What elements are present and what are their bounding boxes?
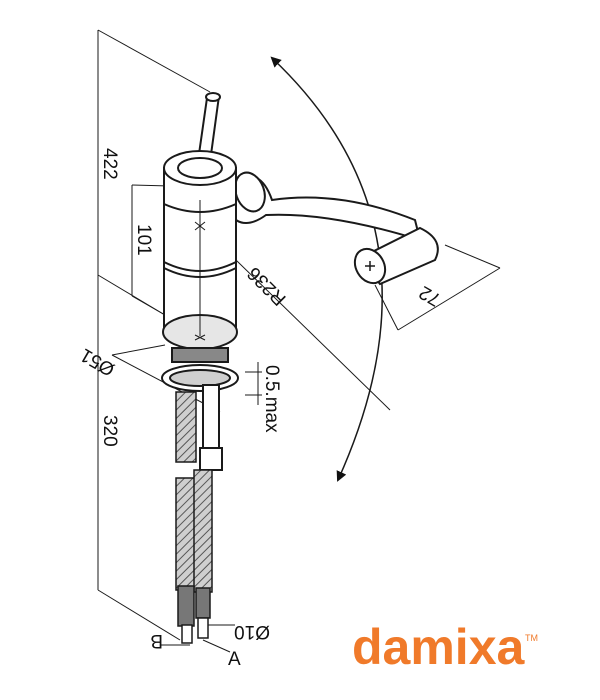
dim-hose-diameter: Ø10: [234, 621, 270, 642]
label-b: B: [150, 630, 163, 651]
mounting-hardware: [161, 347, 239, 471]
dim-total-height: 422: [99, 148, 120, 180]
dim-lower-height: 320: [99, 415, 120, 447]
brand-logo: damixa: [352, 619, 526, 675]
dimension-lines: [97, 29, 501, 653]
dim-mount-thickness: 0.5.max: [261, 365, 282, 433]
dim-spout-depth: 72: [416, 281, 445, 310]
dim-swivel-radius: R236: [244, 262, 291, 309]
faucet-body: [162, 92, 439, 350]
label-a: A: [228, 649, 241, 670]
dim-body-height: 101: [133, 224, 154, 256]
brand-trademark: TM: [525, 633, 538, 643]
braided-hoses: [175, 391, 213, 644]
